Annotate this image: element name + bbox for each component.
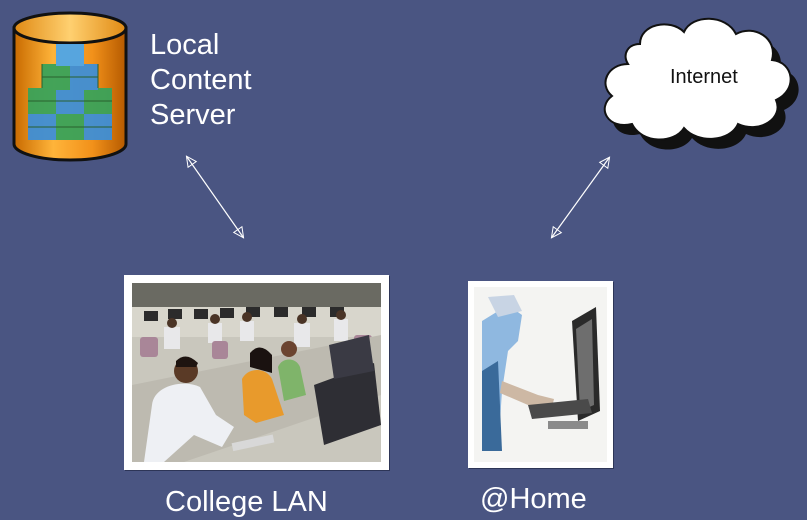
cloud-icon bbox=[603, 17, 799, 150]
server-label-line-1: Local bbox=[150, 29, 220, 61]
database-cylinder-icon bbox=[12, 11, 128, 162]
server-label-line-2: Content bbox=[150, 64, 252, 96]
person-at-computer-photo bbox=[468, 281, 613, 468]
computer-lab-photo bbox=[124, 275, 389, 470]
college-lan-caption: College LAN bbox=[165, 486, 328, 518]
home-caption: @Home bbox=[480, 483, 587, 515]
server-label-line-3: Server bbox=[150, 99, 236, 131]
cloud-label: Internet bbox=[670, 66, 738, 88]
server-label: Local Content Server bbox=[150, 28, 252, 133]
